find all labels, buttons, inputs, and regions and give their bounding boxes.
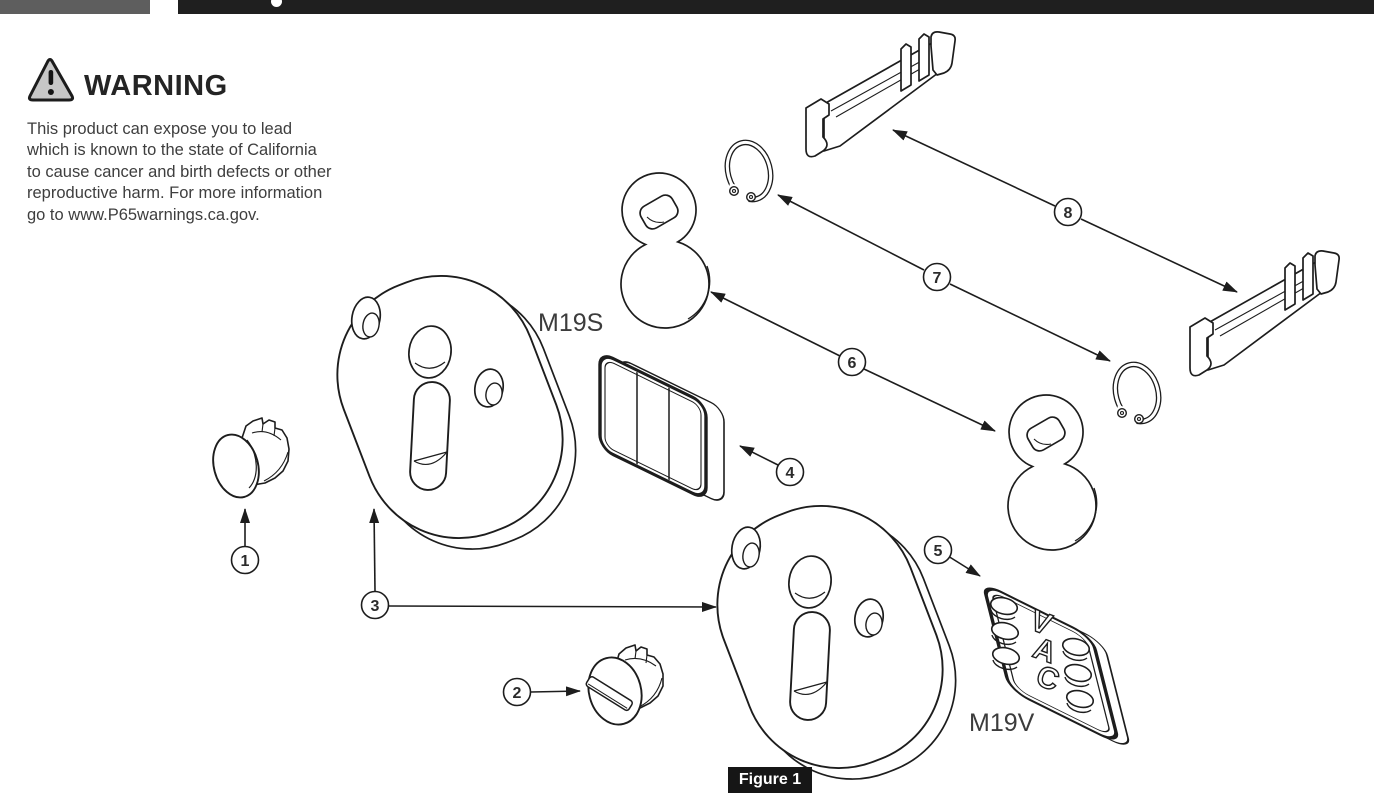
part-label-m19s: M19S <box>538 309 604 337</box>
callout-8: 8 <box>1053 197 1083 227</box>
warning-triangle-icon <box>26 57 76 108</box>
warning-line: which is known to the state of Californi… <box>27 141 317 160</box>
warning-title: WARNING <box>84 70 228 102</box>
callout-6: 6 <box>837 347 867 377</box>
part-retaining-ring-left <box>721 138 777 208</box>
svg-text:6: 6 <box>848 355 857 372</box>
leader-7-left <box>777 194 925 271</box>
part-gasket-right <box>1007 394 1098 551</box>
leader-8-left <box>892 129 1056 207</box>
warning-line: to cause cancer and birth defects or oth… <box>27 162 332 181</box>
part-plate-m19s-right <box>688 476 985 800</box>
warning-line: reproductive harm. For more information <box>27 184 323 203</box>
callout-5: 5 <box>923 535 953 565</box>
leader-3-right <box>388 601 717 612</box>
svg-text:4: 4 <box>786 465 795 482</box>
svg-text:5: 5 <box>934 543 943 560</box>
leader-2 <box>530 686 581 697</box>
warning-line: go to www.P65warnings.ca.gov. <box>27 205 260 224</box>
leader-3-up <box>369 508 380 592</box>
part-label-m19v: M19V <box>969 709 1035 737</box>
part-round-plug <box>212 417 290 499</box>
part-bracket-top <box>805 31 956 158</box>
part-slotted-plug <box>585 644 664 726</box>
leader-6-left <box>710 291 841 357</box>
callout-2: 2 <box>502 677 532 707</box>
part-plate-m19v: V A C <box>983 587 1130 745</box>
header-bar-gray <box>0 0 150 14</box>
part-plate-m19s-left <box>308 246 605 579</box>
callout-4: 4 <box>775 457 805 487</box>
cropped-letter-descender <box>271 0 282 7</box>
leader-4 <box>739 445 779 466</box>
svg-text:3: 3 <box>371 598 380 615</box>
leader-8-right <box>1080 218 1238 293</box>
callout-1: 1 <box>230 545 260 575</box>
warning-body: This product can expose you to lead whic… <box>27 119 367 226</box>
svg-text:1: 1 <box>241 553 250 570</box>
part-gasket-left <box>620 172 711 329</box>
leader-7-right <box>949 283 1111 362</box>
svg-text:7: 7 <box>933 270 942 287</box>
part-retaining-ring-right <box>1109 360 1165 430</box>
figure-caption-badge: Figure 1 <box>728 767 812 793</box>
part-bracket-bottom <box>1189 250 1340 377</box>
callouts: 1 2 3 4 5 6 7 8 <box>230 197 1083 707</box>
svg-text:2: 2 <box>513 685 522 702</box>
header-bar-black <box>178 0 1374 14</box>
warning-line: This product can expose you to lead <box>27 120 293 138</box>
leader-lines <box>240 129 1238 697</box>
callout-7: 7 <box>922 262 952 292</box>
svg-text:8: 8 <box>1064 205 1073 222</box>
leader-5 <box>947 555 981 577</box>
leader-6-right <box>863 368 996 432</box>
part-pad <box>598 355 725 501</box>
callout-3: 3 <box>360 590 390 620</box>
